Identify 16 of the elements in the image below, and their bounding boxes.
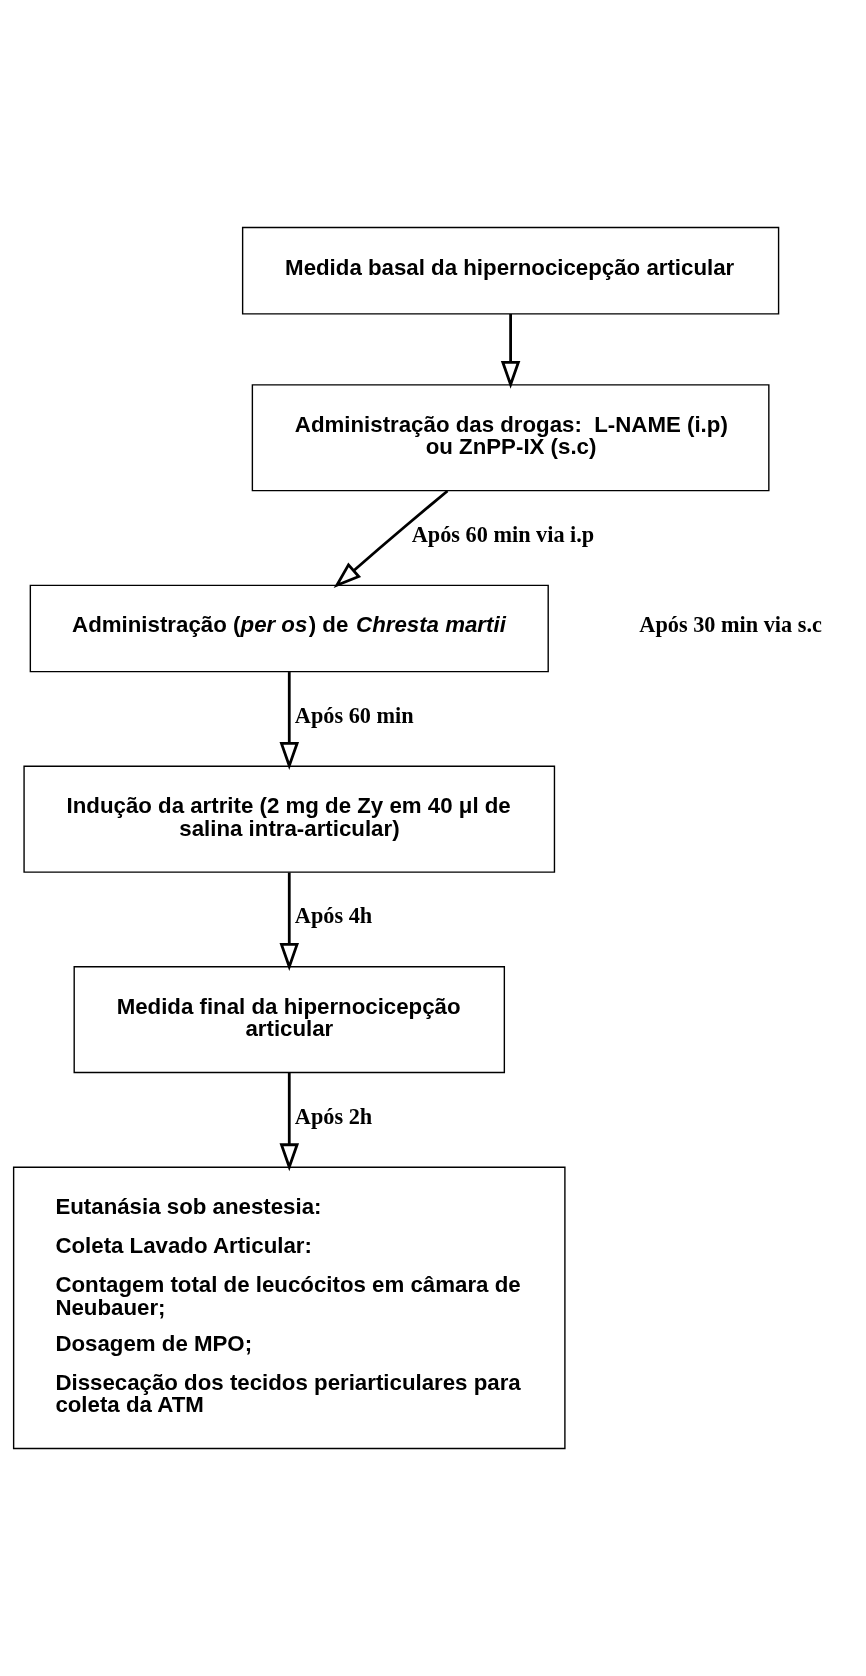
label: Após 30 min via s.c xyxy=(639,612,822,638)
arrow xyxy=(279,672,299,770)
edge-label: Após 2h xyxy=(294,1103,373,1129)
arrow xyxy=(500,314,521,389)
edge-label: Após 4h xyxy=(294,903,373,929)
node-box: Medida final da hipernocicepção articular xyxy=(73,966,506,1074)
edge-label: Após 60 min via i.p xyxy=(411,521,595,547)
arrow xyxy=(333,489,449,589)
edge-label: Após 60 min xyxy=(294,702,414,728)
arrow xyxy=(279,872,299,971)
node-box: Administração das drogas: L-NAME (i.p) ou ZnPP-IX (s.c) xyxy=(251,384,770,492)
node-box: Indução da artrite (2 mg de Zy em 40 μl de salina intra-articular) xyxy=(23,765,556,873)
node-box: Administração (per os) de Chresta martii xyxy=(29,584,549,673)
node-box: Eutanásia sob anestesia: Coleta Lavado Articular: Contagem total de leucócitos em câmara de Neubauer; Dosagem de MPO; Dissecação dos tecidos periarticulares para coleta da ATM xyxy=(12,1166,566,1450)
node-box: Medida basal da hipernocicepção articular xyxy=(241,226,780,315)
arrow xyxy=(279,1072,299,1172)
